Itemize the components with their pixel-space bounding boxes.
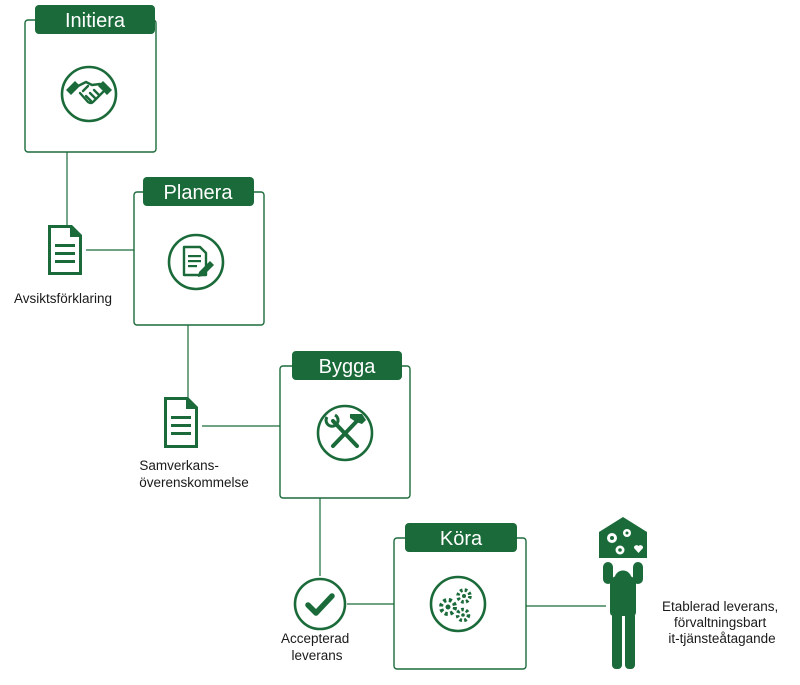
- phase-card-frame: [393, 537, 527, 670]
- deliverable-label: Avsiktsförklaring: [14, 291, 112, 306]
- document-icon: [164, 397, 198, 448]
- phase-card-planera: Planera: [133, 177, 265, 326]
- phase-title: Köra: [440, 528, 483, 550]
- deliverable-label-line: Avsiktsförklaring: [14, 291, 112, 306]
- deliverable-accepterad-leverans: Accepterad leverans: [281, 577, 353, 663]
- deliverable-label: Accepterad leverans: [281, 631, 353, 663]
- outcome: Etablerad leverans, förvaltningsbart it-…: [599, 517, 782, 669]
- phase-title: Bygga: [319, 356, 377, 378]
- handshake-icon: [60, 65, 118, 123]
- document-icon: [48, 225, 82, 275]
- phase-title-tab: [35, 5, 155, 34]
- deliverable-label-line: leverans: [291, 648, 342, 663]
- phase-card-kora: Köra: [393, 523, 527, 670]
- deliverable-label-line: Accepterad: [281, 631, 349, 646]
- phase-title-tab: [405, 523, 517, 552]
- phase-title: Planera: [164, 182, 234, 204]
- outcome-label-line: it-tjänsteåtagande: [668, 631, 775, 646]
- phase-card-frame: [24, 19, 157, 153]
- gears-icon: [429, 575, 487, 633]
- phase-title-tab: [143, 177, 254, 206]
- deliverable-label-line: Samverkans-: [139, 458, 219, 473]
- checkmark-circle-icon: [293, 577, 347, 631]
- phase-card-bygga: Bygga: [279, 351, 411, 499]
- phase-card-frame: [133, 191, 265, 326]
- outcome-label-line: Etablerad leverans,: [662, 599, 778, 614]
- deliverable-avsiktsforklaring: Avsiktsförklaring: [14, 225, 112, 306]
- document-pen-icon: [167, 233, 225, 291]
- tools-icon: [316, 404, 374, 462]
- connectors: [66, 152, 606, 607]
- outcome-label: Etablerad leverans, förvaltningsbart it-…: [662, 599, 782, 646]
- deliverable-label-line: överenskommelse: [139, 475, 249, 490]
- phase-title-tab: [292, 351, 402, 380]
- person-holding-house-icon: [599, 517, 647, 669]
- phase-title: Initiera: [65, 10, 126, 32]
- outcome-label-line: förvaltningsbart: [674, 615, 767, 630]
- deliverable-samverkansoverenskommelse: Samverkans- överenskommelse: [139, 397, 249, 490]
- deliverable-label: Samverkans- överenskommelse: [139, 458, 249, 490]
- phase-card-initiera: Initiera: [24, 5, 157, 153]
